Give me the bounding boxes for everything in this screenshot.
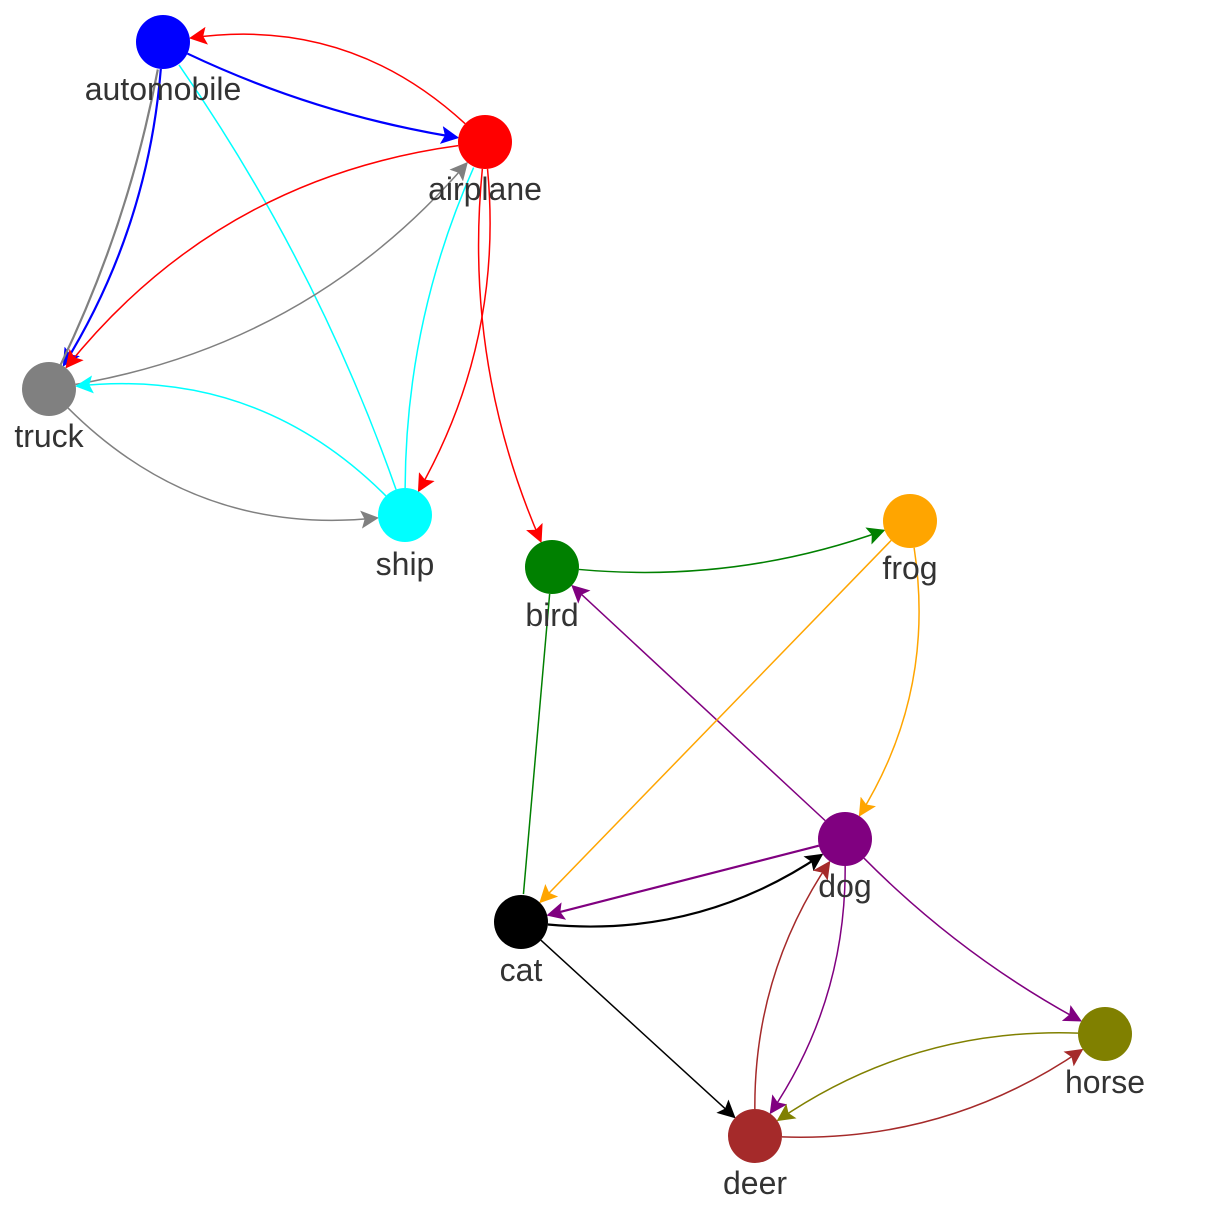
edge-truck-to-ship bbox=[67, 407, 379, 529]
node-label-bird: bird bbox=[525, 597, 578, 633]
nodes-layer bbox=[22, 15, 1132, 1163]
edge-ship-to-truck bbox=[75, 375, 387, 497]
node-bird[interactable] bbox=[525, 540, 579, 594]
edge-dog-to-horse bbox=[863, 857, 1082, 1022]
edge-automobile-to-truck bbox=[62, 68, 162, 367]
edge-dog-to-bird bbox=[571, 584, 826, 822]
edge-deer-to-dog bbox=[754, 860, 831, 1110]
node-label-deer: deer bbox=[723, 1165, 787, 1201]
edge-truck-to-airplane bbox=[75, 161, 468, 386]
node-horse[interactable] bbox=[1078, 1007, 1132, 1061]
node-label-dog: dog bbox=[818, 868, 871, 904]
edge-dog-to-cat bbox=[546, 844, 820, 920]
node-deer[interactable] bbox=[728, 1109, 782, 1163]
node-cat[interactable] bbox=[494, 895, 548, 949]
node-ship[interactable] bbox=[378, 488, 432, 542]
node-label-cat: cat bbox=[500, 952, 543, 988]
edge-deer-to-horse bbox=[781, 1048, 1084, 1139]
edge-cat-to-dog bbox=[547, 853, 824, 928]
edges-layer bbox=[59, 26, 1084, 1139]
edge-ship-to-automobile bbox=[178, 64, 397, 490]
node-label-ship: ship bbox=[376, 546, 435, 582]
edge-dog-to-deer bbox=[769, 865, 846, 1115]
node-frog[interactable] bbox=[883, 494, 937, 548]
edge-ship-to-airplane bbox=[404, 167, 475, 489]
edge-horse-to-deer bbox=[776, 1031, 1079, 1122]
node-automobile[interactable] bbox=[136, 15, 190, 69]
edge-bird-to-cat bbox=[522, 593, 551, 895]
edge-airplane-to-automobile bbox=[188, 26, 466, 125]
node-dog[interactable] bbox=[818, 812, 872, 866]
node-label-truck: truck bbox=[14, 418, 84, 454]
edge-automobile-to-airplane bbox=[186, 52, 460, 144]
edge-cat-to-deer bbox=[540, 939, 736, 1119]
edge-bird-to-frog bbox=[578, 527, 886, 574]
node-airplane[interactable] bbox=[458, 115, 512, 169]
node-label-automobile: automobile bbox=[85, 71, 242, 107]
node-truck[interactable] bbox=[22, 362, 76, 416]
node-label-horse: horse bbox=[1065, 1064, 1145, 1100]
labels-layer: automobile airplane truck ship bird frog dog ca… bbox=[14, 71, 1145, 1201]
node-label-frog: frog bbox=[882, 550, 937, 586]
node-label-airplane: airplane bbox=[428, 171, 542, 207]
edge-frog-to-dog bbox=[858, 547, 920, 817]
edge-airplane-to-truck bbox=[65, 144, 459, 369]
edge-airplane-to-bird bbox=[477, 168, 543, 543]
edge-airplane-to-ship bbox=[417, 168, 491, 493]
edge-frog-to-cat bbox=[539, 539, 892, 904]
edge-truck-to-automobile bbox=[59, 69, 159, 366]
